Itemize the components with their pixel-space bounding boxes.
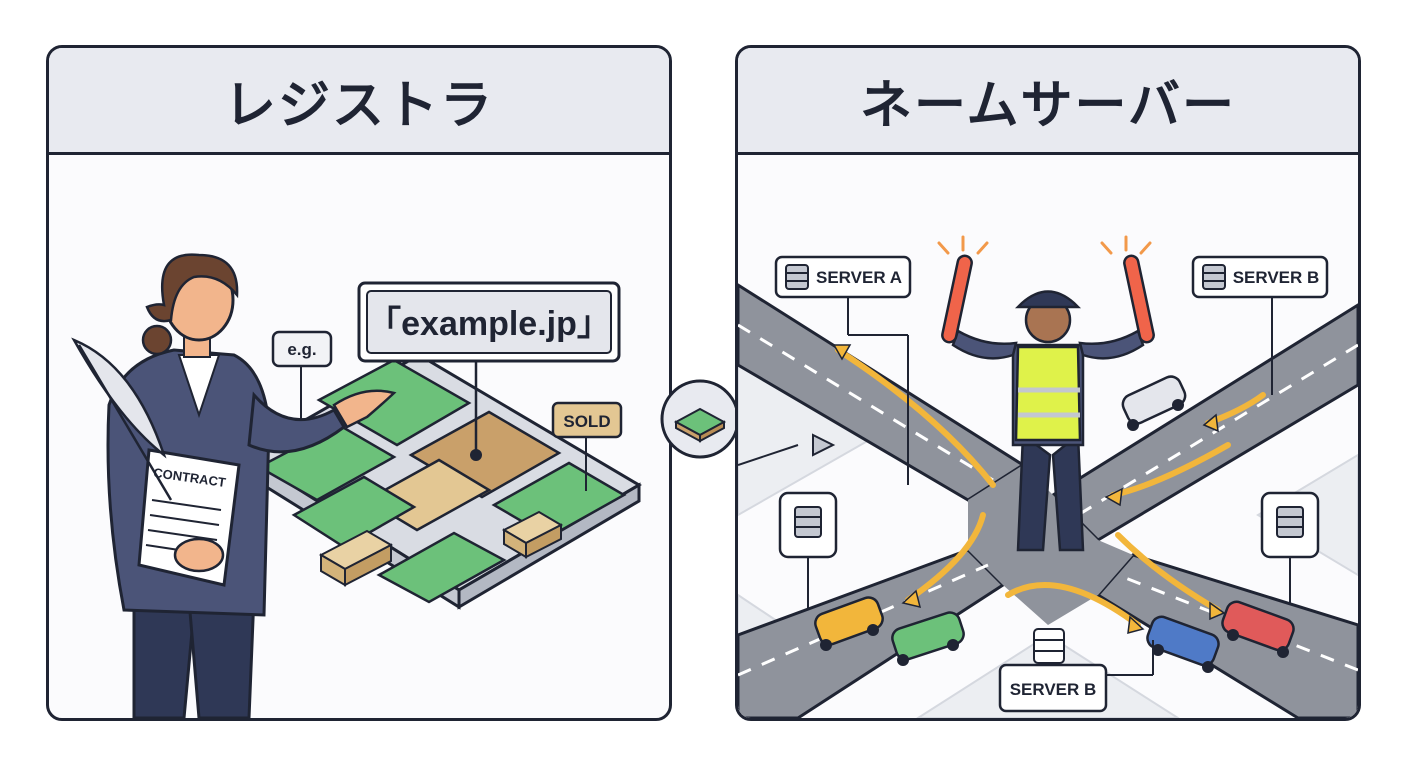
example-tag: e.g. xyxy=(271,330,333,430)
server-b-top-label: SERVER B xyxy=(1191,255,1329,395)
parcel-green-bottom xyxy=(376,531,507,604)
server-a-label: SERVER A xyxy=(774,255,912,485)
nameserver-panel: ネームサーバー xyxy=(735,45,1361,721)
server-rack-icon-b-bottom xyxy=(1033,628,1065,664)
car-green xyxy=(891,611,965,666)
registrar-title: レジストラ xyxy=(49,48,669,155)
registrar-scene: 「example.jp」 e.g. SOLD xyxy=(49,155,669,718)
server-b-bottom-text: SERVER B xyxy=(1010,680,1097,699)
server-rack-icon-a xyxy=(785,264,809,290)
land-parcel-icon xyxy=(660,379,740,459)
registrar-person: CONTRACT xyxy=(71,253,397,718)
server-rack-icon-b-top xyxy=(1202,264,1226,290)
parcel-green-top xyxy=(316,358,472,447)
registrar-scene-svg: 「example.jp」 e.g. SOLD xyxy=(71,253,642,718)
server-a-text: SERVER A xyxy=(816,268,902,287)
nameserver-scene: SERVER A SERVER B SERVER B xyxy=(738,155,1358,718)
server-b-bottom-label: SERVER B xyxy=(998,628,1154,713)
server-rack-icon-left xyxy=(778,491,838,610)
arrow-heads xyxy=(832,344,1226,635)
domain-sign: 「example.jp」 xyxy=(357,281,621,453)
nameserver-title: ネームサーバー xyxy=(738,48,1358,155)
nameserver-scene-svg: SERVER A SERVER B SERVER B xyxy=(738,235,1358,718)
registrar-panel: レジストラ xyxy=(46,45,672,721)
car-red xyxy=(1221,600,1295,658)
traffic-flow-arrows xyxy=(835,347,1266,628)
traffic-officer xyxy=(937,235,1155,552)
quill-icon xyxy=(71,337,173,501)
sold-tag-text: SOLD xyxy=(563,412,610,431)
car-blue xyxy=(1146,615,1220,673)
server-b-top-text: SERVER B xyxy=(1233,268,1320,287)
land-plot xyxy=(241,353,642,610)
domain-name-text: 「example.jp」 xyxy=(367,305,611,343)
example-tag-text: e.g. xyxy=(287,340,316,359)
car-yellow xyxy=(814,596,884,651)
server-rack-icon-right xyxy=(1260,491,1320,605)
car-white xyxy=(1121,375,1187,431)
parcel-green-mid xyxy=(291,475,417,549)
sold-tag: SOLD xyxy=(551,401,623,491)
